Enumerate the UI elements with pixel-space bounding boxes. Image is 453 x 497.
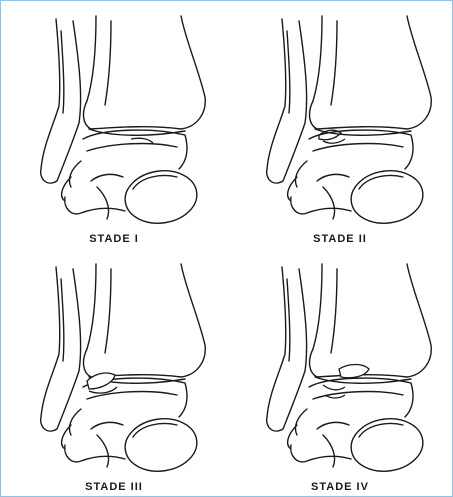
ankle-drawing-stage-1 [1, 1, 227, 249]
panel-stage-3: STADE III [1, 249, 227, 497]
ankle-drawing-stage-2 [227, 1, 453, 249]
calcaneus [291, 197, 351, 214]
lesion-stage-1 [131, 138, 153, 143]
fibula-outline [267, 267, 307, 431]
calcaneus [65, 197, 125, 214]
stage-label: STADE III [1, 481, 227, 493]
lesion-stage-3 [87, 373, 117, 393]
fibula-outline [41, 19, 81, 183]
fibula-outline [41, 267, 81, 431]
fibula-outline [267, 19, 307, 183]
calcaneus [291, 445, 351, 462]
tibia-outline [84, 16, 206, 129]
ankle-drawing-stage-4 [227, 249, 453, 497]
ankle-drawing-stage-3 [1, 249, 227, 497]
tibia-outline [310, 16, 432, 129]
calcaneus [65, 445, 125, 462]
stage-label: STADE II [227, 233, 453, 245]
panel-stage-1: STADE I [1, 1, 227, 249]
tibia-outline [84, 264, 206, 377]
panel-stage-2: STADE II [227, 1, 453, 249]
stage-label: STADE IV [227, 481, 453, 493]
tibia-outline [310, 264, 432, 377]
panel-stage-4: STADE IV [227, 249, 453, 497]
stage-label: STADE I [1, 233, 227, 245]
